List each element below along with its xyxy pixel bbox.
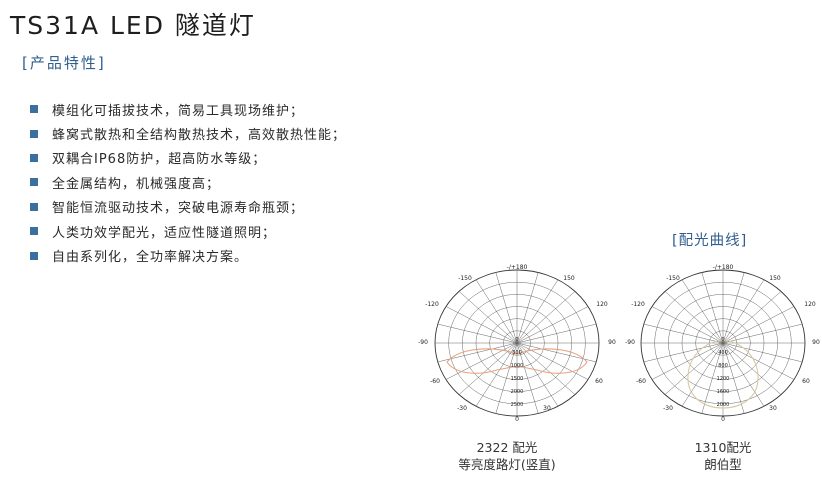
feature-item: 智能恒流驱动技术，突破电源寿命瓶颈；	[30, 195, 346, 219]
angle-label-br: 30	[769, 405, 777, 412]
radial-label: 2000	[511, 389, 524, 395]
radial-label: 1600	[717, 389, 730, 395]
radial-label: 400	[718, 350, 728, 356]
feature-text: 自由系列化，全功率解决方案。	[52, 250, 249, 266]
radial-label: 1500	[511, 376, 524, 382]
angle-label-tr: 150	[769, 275, 781, 282]
angle-label-ll: -60	[430, 378, 440, 385]
radial-label: 2500	[511, 402, 524, 408]
angle-label-r: 90	[812, 339, 820, 346]
grid-spoke	[495, 272, 539, 414]
feature-list: 模组化可插拔技术，简易工具现场维护； 蜂窝式散热和全结构散热技术，高效散热性能；…	[30, 97, 346, 268]
polar-diagram-2322: -/+180 -150 150 -120 120 -90 90 -60 60 -…	[418, 264, 616, 423]
angle-label-top: -/+180	[507, 264, 528, 271]
angle-label-ul: -120	[631, 301, 645, 308]
angle-label-ur: 120	[596, 301, 608, 308]
bullet-square-icon	[30, 105, 38, 114]
radial-label: 1200	[717, 376, 730, 382]
bullet-square-icon	[30, 227, 38, 236]
caption-line: 朗伯型	[704, 457, 742, 472]
angle-label-tl: -150	[458, 275, 472, 282]
polar-diagram-1310: -/+180 -150 150 -120 120 -90 90 -60 60 -…	[625, 264, 820, 423]
grid-spoke	[701, 272, 745, 414]
radial-label: 500	[512, 350, 522, 356]
bullet-square-icon	[30, 202, 38, 211]
radial-label: 0	[515, 337, 518, 343]
angle-label-ur: 120	[804, 301, 816, 308]
angle-label-l: -90	[418, 339, 428, 346]
radial-label: 2000	[717, 402, 730, 408]
feature-text: 蜂窝式散热和全结构散热技术，高效散热性能；	[52, 128, 347, 144]
feature-item: 自由系列化，全功率解决方案。	[30, 243, 346, 267]
bullet-square-icon	[30, 129, 38, 138]
angle-label-bl: -30	[663, 405, 673, 412]
angle-label-bl: -30	[457, 405, 467, 412]
bullet-square-icon	[30, 251, 38, 260]
radial-label: 0	[721, 337, 724, 343]
page-title: TS31A LED 隧道灯	[10, 11, 256, 40]
feature-item: 人类功效学配光，适应性隧道照明；	[30, 219, 346, 243]
angle-label-lr: 60	[595, 378, 603, 385]
angle-label-ul: -120	[425, 301, 439, 308]
light-distribution-curve	[446, 348, 588, 374]
angle-label-tr: 150	[563, 275, 575, 282]
polar-caption-1310: 1310配光 朗伯型	[613, 439, 822, 473]
feature-item: 模组化可插拔技术，简易工具现场维护；	[30, 97, 346, 121]
feature-item: 双耦合IP68防护，超高防水等级；	[30, 146, 346, 170]
angle-label-r: 90	[608, 339, 616, 346]
feature-text: 全金属结构，机械强度高；	[52, 176, 221, 192]
radial-label: 800	[718, 363, 728, 369]
radial-label: 1000	[511, 363, 524, 369]
polar-grid	[434, 269, 600, 417]
light-distribution-curve	[687, 339, 759, 409]
angle-label-bottom: 0	[515, 416, 519, 423]
angle-label-top: -/+180	[713, 264, 734, 271]
bullet-square-icon	[30, 153, 38, 162]
angle-label-l: -90	[625, 339, 635, 346]
feature-text: 模组化可插拔技术，简易工具现场维护；	[52, 103, 305, 119]
angle-label-br: 30	[543, 405, 551, 412]
caption-line: 2322 配光	[476, 440, 538, 455]
feature-text: 双耦合IP68防护，超高防水等级；	[52, 152, 267, 168]
polar-grid	[640, 269, 806, 417]
feature-text: 智能恒流驱动技术，突破电源寿命瓶颈；	[52, 201, 305, 217]
bullet-square-icon	[30, 178, 38, 187]
feature-text: 人类功效学配光，适应性隧道照明；	[52, 225, 277, 241]
angle-label-lr: 60	[802, 378, 810, 385]
angle-label-bottom: 0	[721, 416, 725, 423]
features-header: [产品特性]	[22, 54, 106, 72]
caption-line: 等亮度路灯(竖直)	[458, 457, 556, 472]
angle-label-tl: -150	[666, 275, 680, 282]
feature-item: 蜂窝式散热和全结构散热技术，高效散热性能；	[30, 121, 346, 145]
polar-caption-2322: 2322 配光 等亮度路灯(竖直)	[407, 439, 607, 473]
light-curve-header: [配光曲线]	[672, 233, 748, 249]
angle-label-ll: -60	[636, 378, 646, 385]
caption-line: 1310配光	[694, 440, 752, 455]
feature-item: 全金属结构，机械强度高；	[30, 170, 346, 194]
